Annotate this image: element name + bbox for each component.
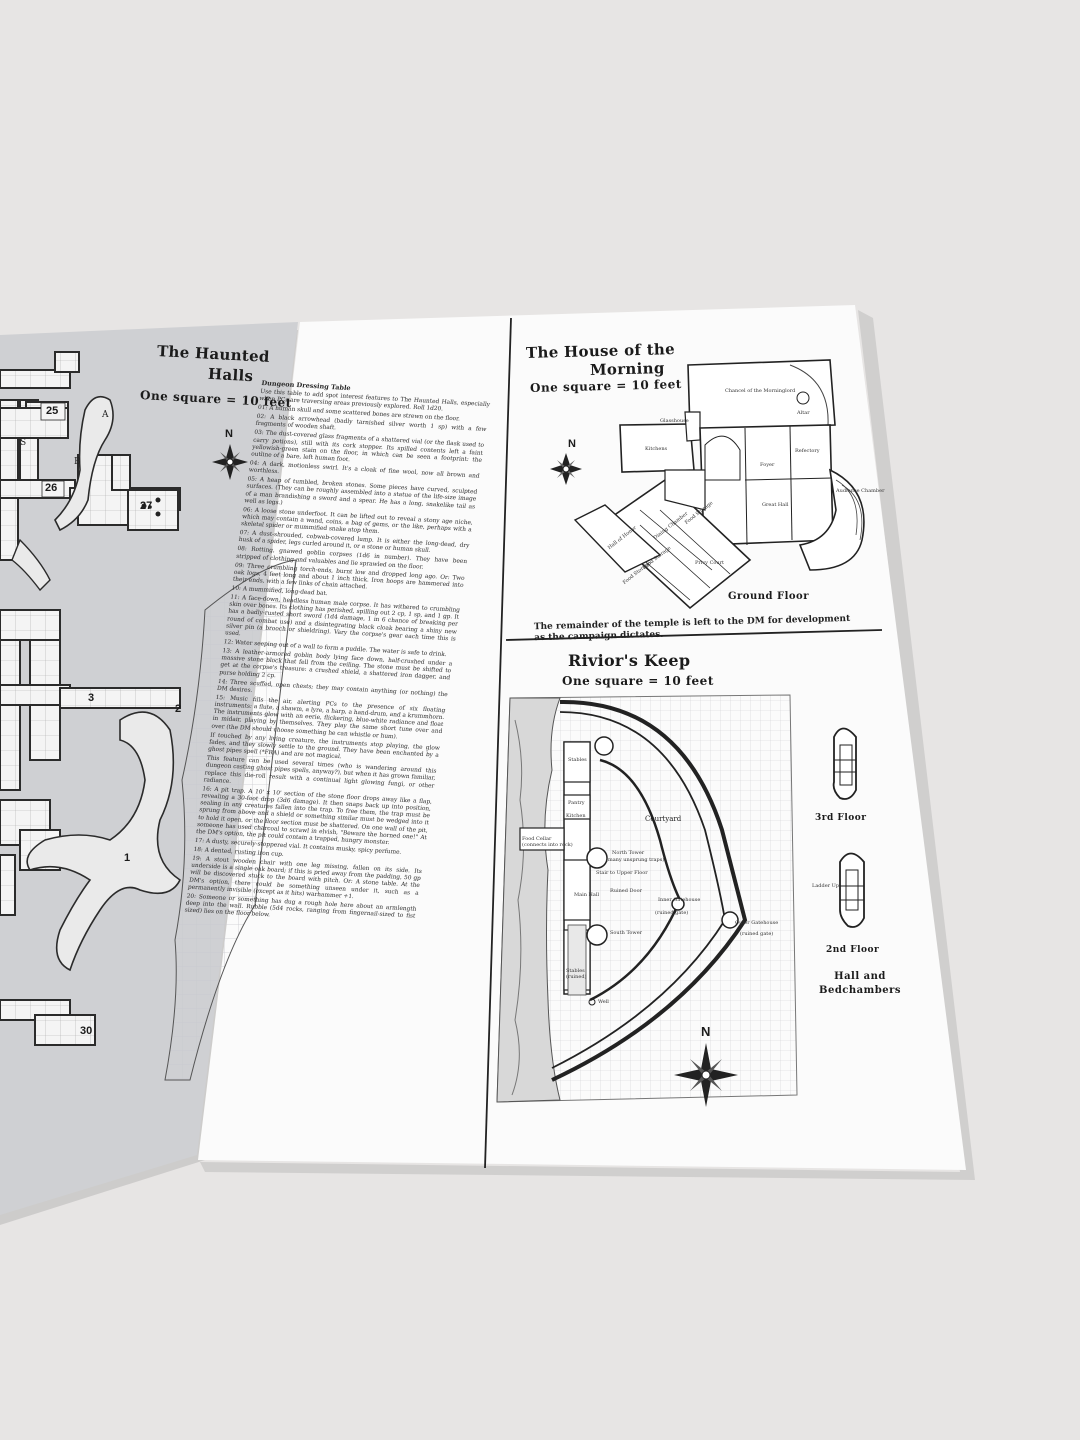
keep-outer-gatehouse-note: (ruined gate)	[740, 931, 774, 937]
compass-n-morning: N	[568, 438, 576, 450]
compass-rose-haunted	[212, 444, 248, 480]
compass-rose-keep	[674, 1043, 738, 1107]
room-1: 1	[124, 852, 131, 864]
compass-n-keep: N	[701, 1024, 711, 1039]
keep-well: Well	[598, 999, 609, 1005]
keep-food-cellar-note: (connects into rock)	[522, 842, 573, 848]
keep-2nd-floor: 2nd Floor	[826, 945, 880, 955]
room-chancel: Chancel of the Morninglord	[725, 388, 796, 394]
floor-plan-3rd	[832, 727, 857, 800]
room-25: 25	[46, 405, 59, 417]
haunted-halls-map	[0, 351, 297, 1081]
keep-north-tower: North Tower	[612, 850, 645, 856]
room-altar: Altar	[797, 410, 810, 416]
keep-south-tower: South Tower	[610, 930, 643, 936]
compass-n-haunted: N	[225, 428, 233, 440]
keep-inner-gatehouse-note: (ruined gate)	[655, 910, 689, 916]
cave-label-a: A	[102, 410, 109, 420]
cave-label-b: B	[74, 457, 81, 467]
keep-3rd-floor: 3rd Floor	[815, 813, 867, 823]
room-glasshouse: Glasshouse	[660, 418, 689, 424]
compass-rose-morning	[550, 453, 582, 485]
keep-north-tower-note: (many unsprung traps)	[606, 857, 665, 863]
keep-stables-top: Stables	[568, 757, 587, 763]
haunted-halls-title-line2: Halls	[207, 364, 254, 386]
keep-ruined-door: Ruined Door	[610, 888, 642, 894]
room-kitchens: Kitchens	[645, 446, 668, 452]
riviors-keep-map	[496, 694, 865, 1107]
keep-stair: Stair to Upper Floor	[596, 870, 648, 876]
room-refectory: Refectory	[795, 448, 820, 454]
room-audience: Audience Chamber	[836, 488, 885, 494]
room-26: 26	[45, 482, 58, 494]
keep-outer-gatehouse: Outer Gatehouse	[735, 920, 779, 926]
keep-scale: One square = 10 feet	[562, 674, 714, 688]
house-of-morning-map	[550, 359, 865, 610]
keep-food-cellar: Food Cellar	[522, 836, 552, 842]
secret-door-s: S	[20, 438, 27, 448]
room-great-hall: Great Hall	[762, 502, 789, 508]
keep-courtyard: Courtyard	[645, 815, 682, 823]
floor-plan-2nd	[839, 852, 865, 928]
morning-floor-label: Ground Floor	[728, 591, 809, 602]
panel-divider-horizontal	[505, 629, 883, 641]
keep-title: Rivior's Keep	[568, 651, 691, 670]
keep-stables: Stables	[566, 968, 585, 974]
keep-main-hall: Main Hall	[574, 892, 600, 898]
room-privies: Privy Court	[695, 560, 725, 566]
room-2: 2	[175, 703, 182, 715]
morning-title-line2: Morning	[589, 359, 665, 379]
keep-kitchen: Kitchen	[566, 813, 586, 819]
room-3: 3	[88, 692, 95, 704]
room-30: 30	[80, 1025, 93, 1037]
keep-inner-gatehouse: Inner Gatehouse	[658, 897, 701, 903]
keep-pantry: Pantry	[568, 800, 585, 806]
keep-stables-note: (ruined)	[566, 974, 587, 980]
keep-ladder: Ladder Up	[812, 883, 840, 889]
room-27: 27	[140, 500, 153, 512]
room-foyer: Foyer	[760, 462, 775, 468]
panel-divider-vertical	[484, 317, 512, 1169]
keep-legend: Hall and Bedchambers	[819, 971, 901, 996]
